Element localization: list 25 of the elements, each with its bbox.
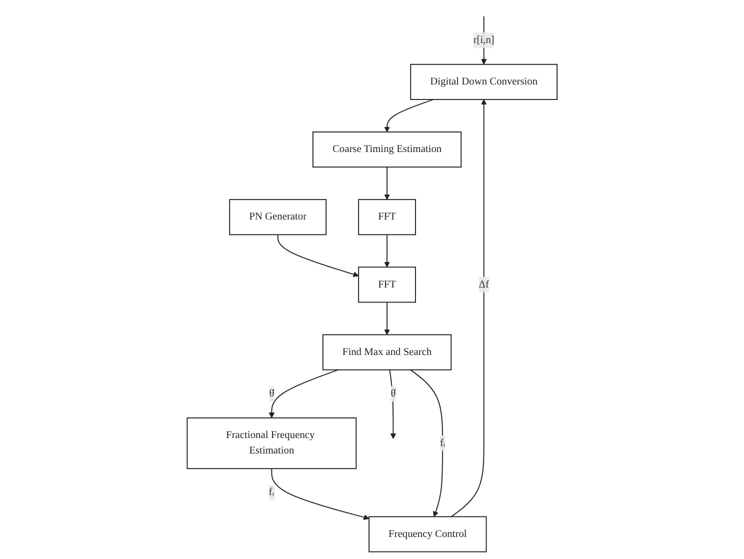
edge-label: θ̂	[269, 388, 274, 400]
arrow	[271, 468, 370, 520]
arrow	[410, 369, 443, 517]
edge-label: fᵢ	[440, 437, 446, 448]
arrow	[384, 302, 390, 335]
node-box: Frequency Control	[368, 516, 487, 552]
arrow	[384, 166, 390, 200]
edge-label: r[i,n]	[473, 34, 494, 46]
arrow	[480, 16, 487, 65]
edge-label: Δf	[478, 278, 489, 290]
edge-label: θ̂	[390, 388, 396, 400]
edge-label: fᵣ	[268, 486, 274, 498]
arrow	[450, 99, 487, 518]
arrow	[389, 369, 396, 439]
node-box: PN Generator	[229, 199, 326, 236]
node-box: FFT	[358, 266, 416, 303]
node-box: Coarse Timing Estimation	[312, 132, 462, 168]
node-box: Find Max and Search	[322, 334, 452, 370]
node-box: Fractional Frequency Estimation	[186, 417, 357, 470]
arrow	[268, 369, 339, 418]
arrow	[384, 234, 390, 268]
node-box: Digital Down Conversion	[410, 64, 558, 100]
node-box: FFT	[358, 199, 416, 236]
arrow	[277, 234, 359, 278]
arrow	[384, 99, 434, 132]
